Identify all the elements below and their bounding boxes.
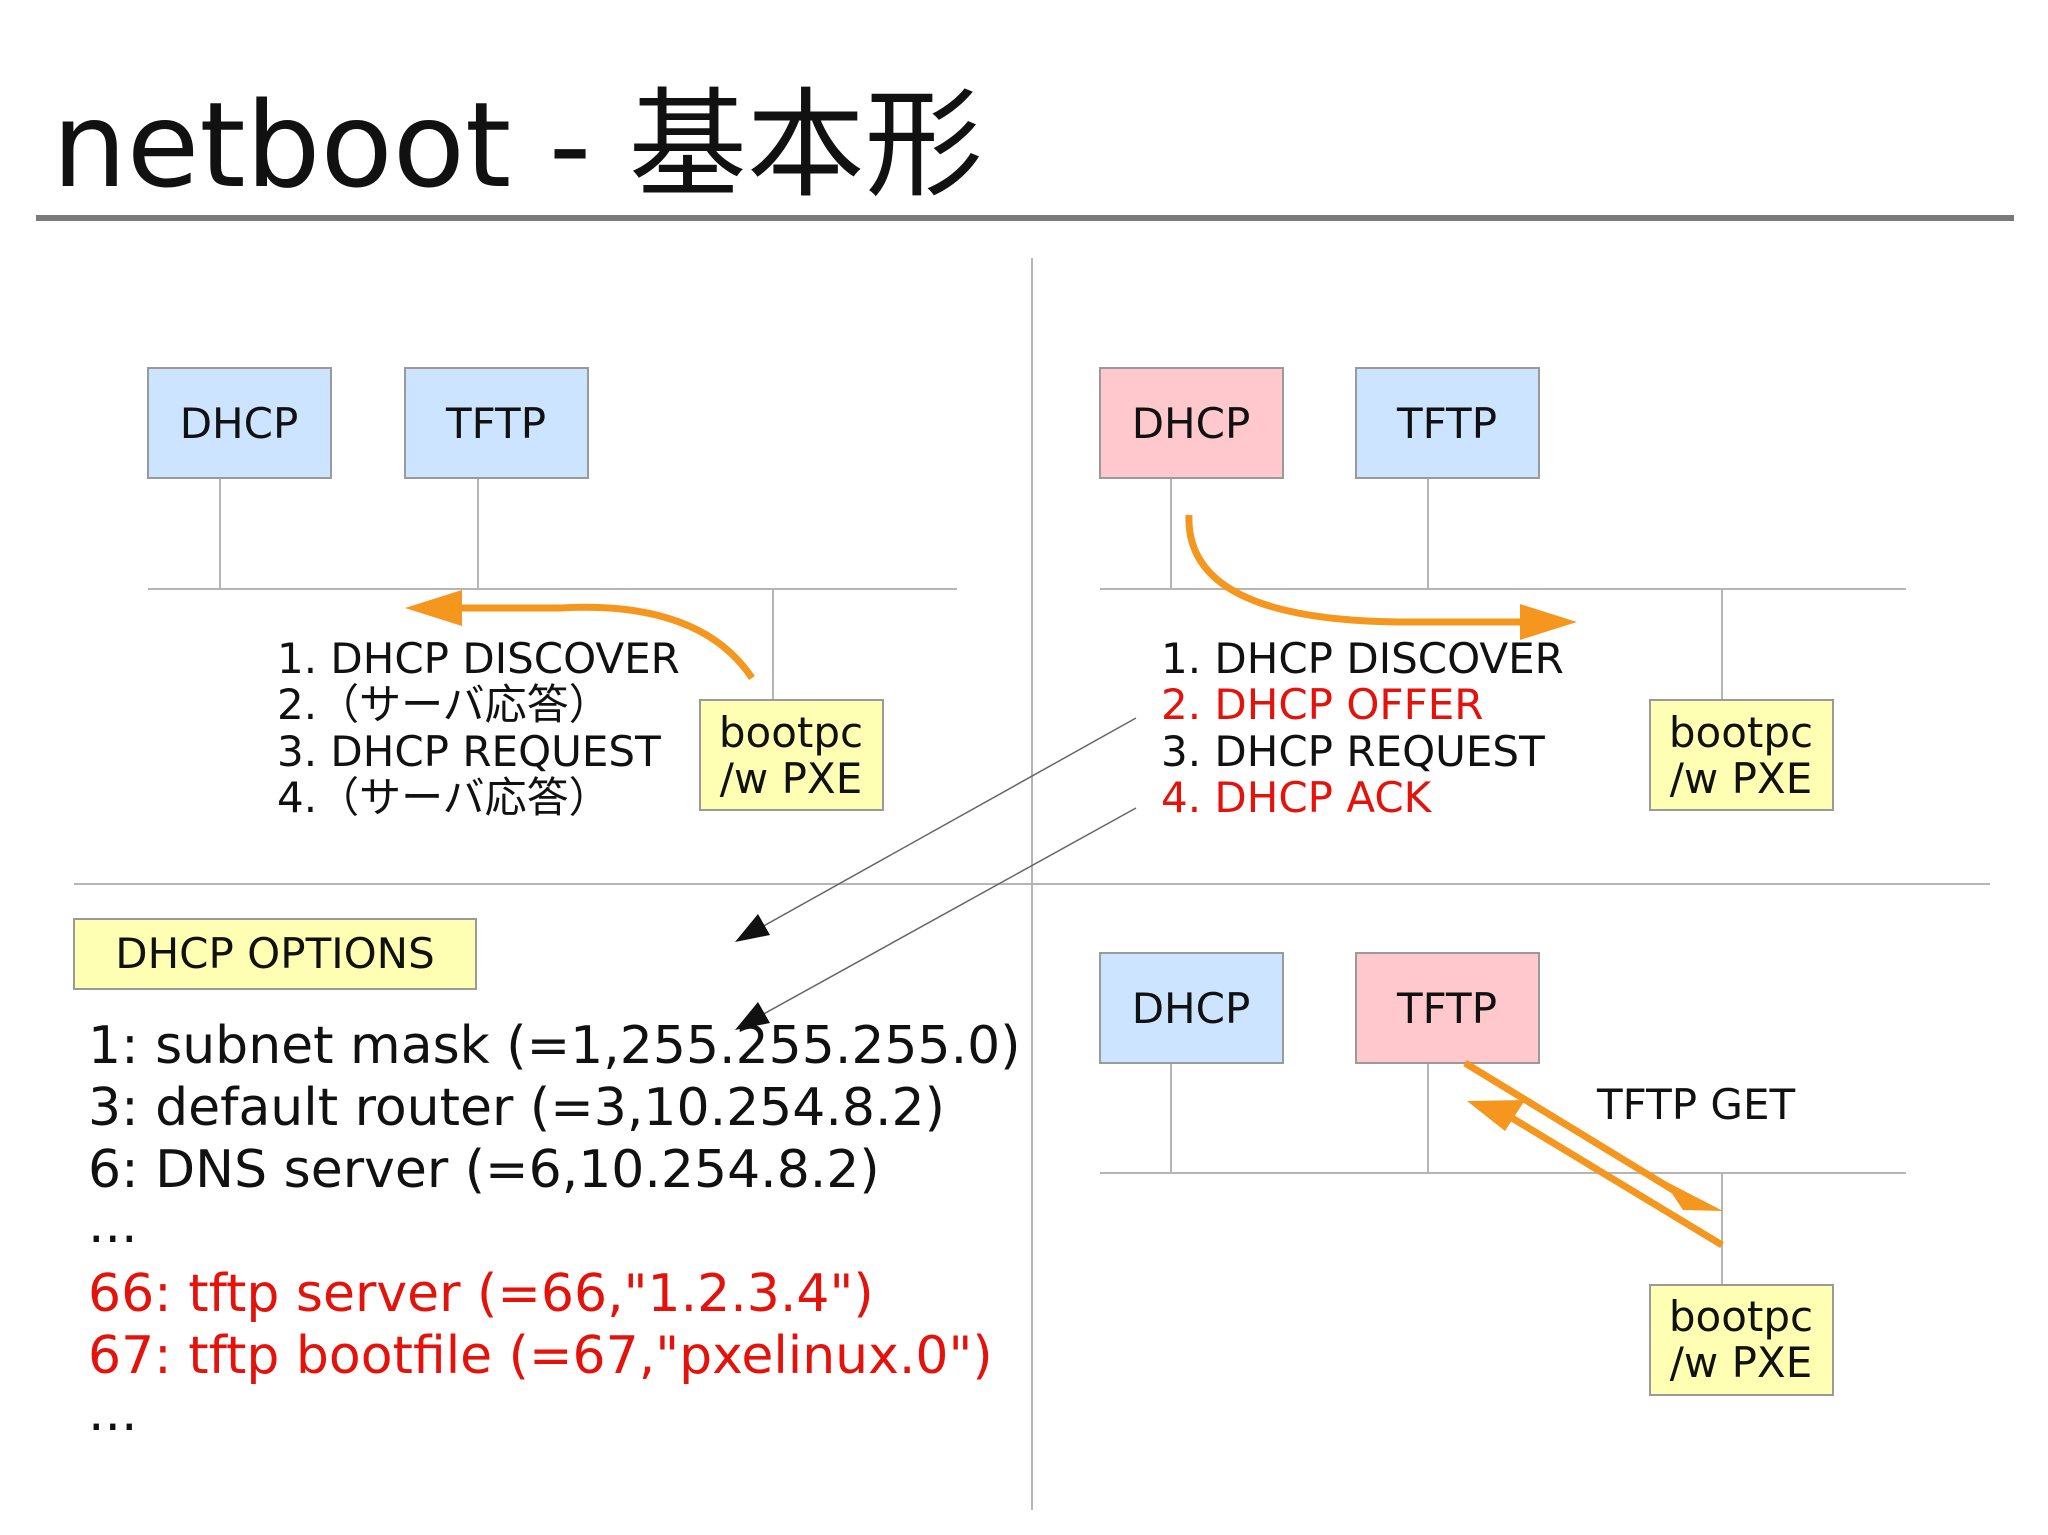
offer-to-options-pointer	[735, 717, 1137, 942]
step-4: 4.（サーバ応答）	[277, 773, 611, 822]
step-1: 1. DHCP DISCOVER	[1161, 634, 1564, 683]
option-subnet-mask: 1: subnet mask (=1,255.255.255.0)	[88, 1016, 1021, 1076]
tftp-get-label: TFTP GET	[1596, 1080, 1795, 1129]
tftp-response-arrow	[1467, 1100, 1724, 1248]
client-box: bootpc /w PXE	[699, 699, 884, 811]
ack-to-options-pointer	[735, 807, 1137, 1030]
option-tftp-bootfile: 67: tftp bootfile (=67,"pxelinux.0")	[88, 1326, 993, 1386]
option-dns-server: 6: DNS server (=6,10.254.8.2)	[88, 1140, 880, 1200]
option-ellipsis: ...	[88, 1195, 138, 1255]
client-box: bootpc /w PXE	[1649, 699, 1834, 811]
dhcp-steps: 1. DHCP DISCOVER 2.（サーバ応答） 3. DHCP REQUE…	[277, 634, 680, 822]
panel-top-right: DHCP TFTP bootpc /w PXE 1. DHCP DISCOVER…	[735, 367, 1906, 1030]
tftp-server-box: TFTP	[404, 367, 589, 479]
option-tftp-server: 66: tftp server (=66,"1.2.3.4")	[88, 1264, 874, 1324]
client-label-line2: /w PXE	[1670, 1338, 1813, 1387]
client-label-line2: /w PXE	[1670, 754, 1813, 803]
client-label-line1: bootpc	[1669, 708, 1813, 757]
panel-bottom-right: DHCP TFTP bootpc /w PXE TFTP GET	[1099, 952, 1906, 1396]
tftp-server-box-active: TFTP	[1355, 952, 1540, 1064]
dhcp-label: DHCP	[1132, 399, 1251, 448]
tftp-request-arrow	[1463, 1060, 1723, 1211]
tftp-server-box: TFTP	[1355, 367, 1540, 479]
dhcp-server-box: DHCP	[1099, 952, 1284, 1064]
client-box: bootpc /w PXE	[1649, 1284, 1834, 1396]
step-2: 2.（サーバ応答）	[277, 680, 611, 729]
dhcp-options-box: DHCP OPTIONS	[73, 918, 477, 990]
dhcp-steps: 1. DHCP DISCOVER 2. DHCP OFFER 3. DHCP R…	[1161, 634, 1564, 822]
client-label-line1: bootpc	[719, 708, 863, 757]
dhcp-options-label: DHCP OPTIONS	[115, 929, 435, 978]
panel-top-left: DHCP TFTP bootpc /w PXE 1. DHCP DISCOVER…	[147, 367, 957, 822]
option-default-router: 3: default router (=3,10.254.8.2)	[88, 1078, 945, 1138]
panel-bottom-left: DHCP OPTIONS 1: subnet mask (=1,255.255.…	[73, 918, 1021, 1443]
step-3: 3. DHCP REQUEST	[277, 727, 661, 776]
options-list: 1: subnet mask (=1,255.255.255.0) 3: def…	[88, 1016, 1021, 1443]
dhcp-server-box-active: DHCP	[1099, 367, 1284, 479]
offer-arrow	[1185, 514, 1577, 640]
tftp-label: TFTP	[1396, 399, 1497, 448]
dhcp-label: DHCP	[1132, 984, 1251, 1033]
page-title: netboot - 基本形	[52, 76, 983, 214]
option-ellipsis-end: ...	[88, 1383, 138, 1443]
tftp-label: TFTP	[445, 399, 546, 448]
title-underline	[36, 215, 2014, 221]
tftp-label: TFTP	[1396, 984, 1497, 1033]
dhcp-label: DHCP	[180, 399, 299, 448]
dhcp-server-box: DHCP	[147, 367, 332, 479]
discover-arrow	[405, 590, 755, 680]
client-label-line2: /w PXE	[720, 754, 863, 803]
step-4-ack: 4. DHCP ACK	[1161, 773, 1433, 822]
step-2-offer: 2. DHCP OFFER	[1161, 680, 1483, 729]
client-label-line1: bootpc	[1669, 1292, 1813, 1341]
step-1: 1. DHCP DISCOVER	[277, 634, 680, 683]
step-3: 3. DHCP REQUEST	[1161, 727, 1545, 776]
